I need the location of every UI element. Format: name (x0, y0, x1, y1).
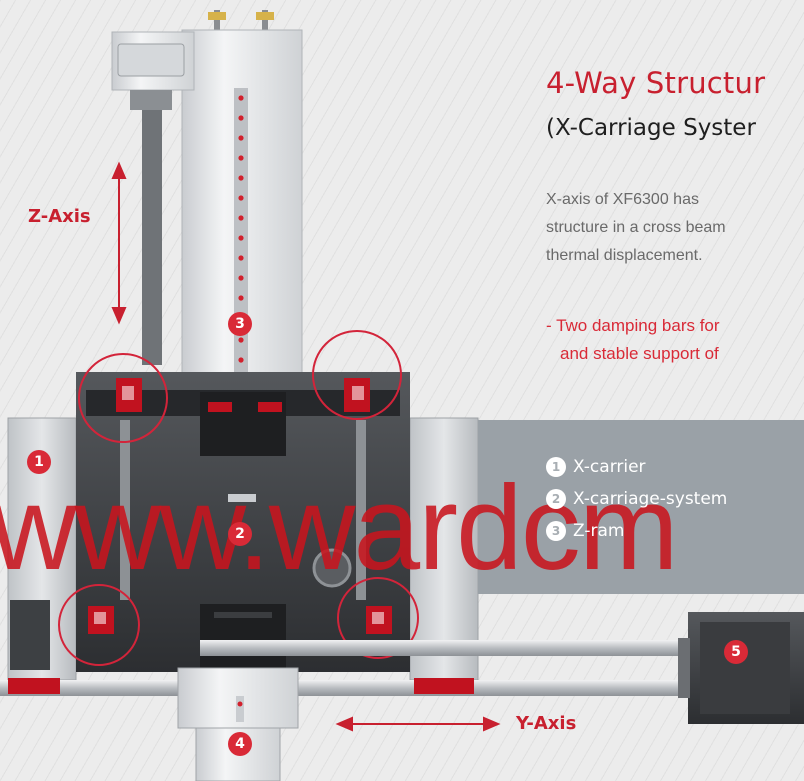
feature-bullet: - Two damping bars for and stable suppor… (546, 312, 720, 368)
callout-5: 5 (724, 640, 748, 664)
description-line: thermal displacement. (546, 247, 703, 264)
bullet-line: - Two damping bars for (546, 316, 720, 335)
y-axis-label: Y-Axis (516, 713, 577, 734)
legend-label: X-carriage-system (573, 489, 728, 509)
description: X-axis of XF6300 has structure in a cros… (546, 186, 804, 270)
legend-item: 2 X-carriage-system (546, 483, 727, 515)
page-title: 4-Way Structur (546, 66, 766, 100)
legend-band (478, 420, 804, 594)
servo-motor (678, 612, 804, 724)
description-line: structure in a cross beam (546, 219, 726, 236)
scale-dots (238, 95, 244, 363)
x-carriage-body (76, 372, 410, 672)
callout-1: 1 (27, 450, 51, 474)
legend: 1 X-carrier 2 X-carriage-system 3 Z-ram (546, 451, 727, 547)
z-axis-arrow (111, 161, 127, 325)
z-axis-label: Z-Axis (28, 206, 91, 227)
legend-label: X-carrier (573, 457, 646, 477)
legend-number: 2 (546, 489, 566, 509)
legend-label: Z-ram (573, 521, 625, 541)
legend-number: 3 (546, 521, 566, 541)
page-subtitle: (X-Carriage Syster (546, 115, 756, 141)
legend-item: 1 X-carrier (546, 451, 727, 483)
y-axis-bars (0, 640, 710, 696)
legend-number: 1 (546, 457, 566, 477)
callout-2: 2 (228, 522, 252, 546)
y-axis-arrow (335, 716, 501, 732)
bullet-line: and stable support of (560, 344, 719, 363)
highlight-circles (58, 330, 419, 666)
legend-item: 3 Z-ram (546, 515, 727, 547)
callout-4: 4 (228, 732, 252, 756)
z-ram-column (111, 29, 303, 378)
top-fittings (208, 10, 274, 34)
callout-3: 3 (228, 312, 252, 336)
spindle (177, 667, 299, 781)
description-line: X-axis of XF6300 has (546, 191, 699, 208)
